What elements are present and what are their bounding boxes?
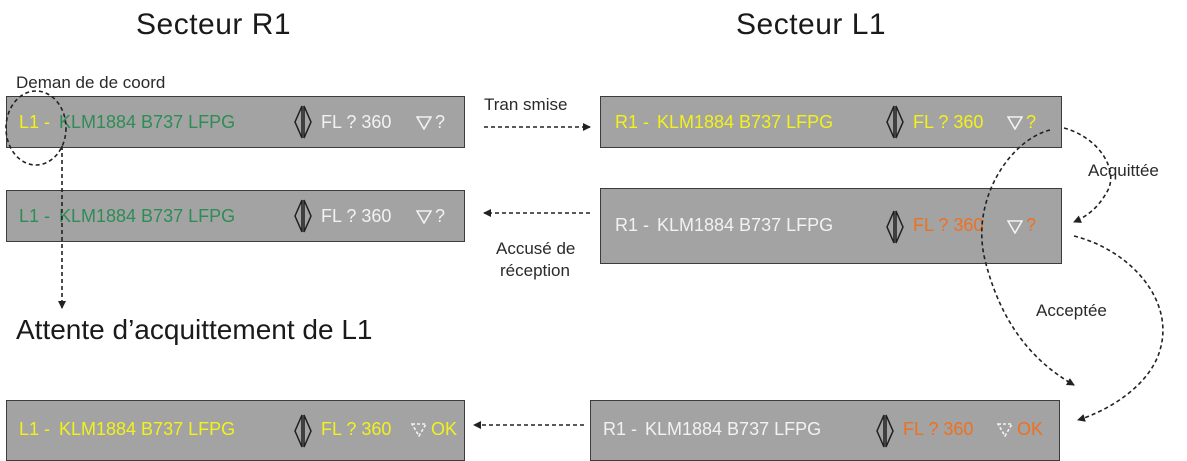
double-arrow-icon	[294, 199, 312, 233]
arrow-accepted-to-right	[1073, 235, 1164, 422]
double-arrow-icon	[294, 414, 312, 448]
strip-flight-info: KLM1884 B737 LFPG	[645, 419, 822, 439]
strip-flight-level: FL ? 360	[321, 112, 392, 132]
descend-triangle-icon	[416, 116, 432, 130]
strip-sector-label: L1 -	[19, 419, 51, 439]
strip-status: ?	[1026, 215, 1037, 235]
strip-status: ?	[435, 206, 446, 226]
acknowledged-caption: Acquittée	[1088, 161, 1159, 180]
strip-flight-info: KLM1884 B737 LFPG	[657, 215, 834, 235]
double-arrow-icon	[886, 210, 904, 244]
accepted-caption: Acceptée	[1036, 301, 1107, 320]
check-triangle-icon	[997, 423, 1013, 437]
double-arrow-icon	[294, 105, 312, 139]
strip-sector-label: L1 -	[19, 112, 51, 132]
strip-flight-level: FL ? 360	[321, 206, 392, 226]
request-caption: Deman de de coord	[16, 73, 166, 92]
strip-status: OK	[1017, 419, 1044, 439]
flight-strip-r1-accepted[interactable]: L1 - KLM1884 B737 LFPG FL ? 360 OK	[6, 400, 465, 461]
receipt-caption-line1: Accusé de	[496, 239, 576, 258]
strip-flight-level: FL ? 360	[913, 215, 984, 235]
strip-flight-info: KLM1884 B737 LFPG	[59, 112, 236, 132]
receipt-caption-line2: réception	[500, 261, 570, 280]
transmitted-caption: Tran smise	[484, 95, 568, 114]
double-arrow-icon	[876, 414, 894, 448]
flight-strip-l1-accepted[interactable]: R1 - KLM1884 B737 LFPG FL ? 360 OK	[590, 400, 1060, 461]
check-triangle-icon	[411, 423, 427, 437]
descend-triangle-icon	[1007, 220, 1023, 234]
sector-l1-title: Secteur L1	[736, 8, 887, 41]
strip-sector-label: R1 -	[603, 419, 638, 439]
strip-sector-label: R1 -	[615, 112, 650, 132]
double-arrow-icon	[886, 105, 904, 139]
strip-flight-level: FL ? 360	[913, 112, 984, 132]
descend-triangle-icon	[1007, 116, 1023, 130]
strip-flight-level: FL ? 360	[903, 419, 974, 439]
flight-strip-r1-request[interactable]: L1 - KLM1884 B737 LFPG FL ? 360 ?	[6, 96, 465, 148]
strip-sector-label: L1 -	[19, 206, 51, 226]
flight-strip-l1-received[interactable]: R1 - KLM1884 B737 LFPG FL ? 360 ?	[600, 96, 1062, 148]
strip-status: ?	[1026, 112, 1037, 132]
strip-sector-label: R1 -	[615, 215, 650, 235]
strip-flight-level: FL ? 360	[321, 419, 392, 439]
descend-triangle-icon	[416, 210, 432, 224]
waiting-caption: Attente d’acquittement de L1	[16, 314, 373, 345]
strip-flight-info: KLM1884 B737 LFPG	[59, 419, 236, 439]
strip-flight-info: KLM1884 B737 LFPG	[59, 206, 236, 226]
flight-strip-r1-receipt[interactable]: L1 - KLM1884 B737 LFPG FL ? 360 ?	[6, 190, 465, 242]
strip-flight-info: KLM1884 B737 LFPG	[657, 112, 834, 132]
strip-status: OK	[431, 419, 458, 439]
strip-status: ?	[435, 112, 446, 132]
sector-r1-title: Secteur R1	[136, 8, 292, 41]
flight-strip-l1-acknowledged[interactable]: R1 - KLM1884 B737 LFPG FL ? 360 ?	[600, 188, 1062, 264]
